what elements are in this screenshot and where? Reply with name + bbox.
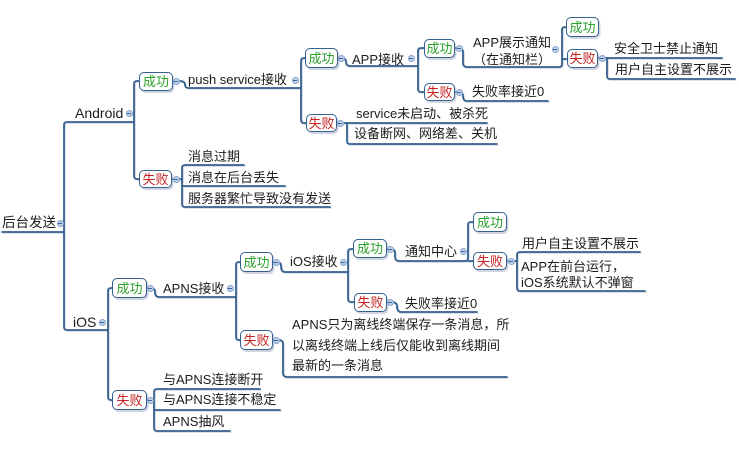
topic-apns-receive[interactable]: APNS接收	[163, 281, 225, 296]
branch-line	[516, 251, 646, 292]
collapse-button[interactable]	[98, 318, 106, 326]
success-box-show-notification[interactable]: 成功	[566, 17, 599, 37]
topic-app-receive[interactable]: APP接收	[352, 52, 405, 67]
branch-line	[107, 287, 113, 401]
collapse-button[interactable]	[272, 336, 280, 344]
collapse-button[interactable]	[459, 247, 467, 255]
success-box-notification-center[interactable]: 成功	[473, 212, 507, 232]
collapse-button[interactable]	[339, 258, 347, 266]
leaf-apns-offline-note[interactable]: APNS只为离线终端保存一条消息，所 以离线终端上线后仅能收到离线期间 最新的一…	[292, 317, 510, 373]
branch-line	[606, 57, 736, 80]
collapse-button[interactable]	[598, 54, 606, 62]
collapse-button[interactable]	[336, 119, 344, 127]
topic-push-service-receive[interactable]: push service接收	[188, 72, 287, 87]
branch-line	[172, 80, 302, 89]
success-box-android[interactable]: 成功	[139, 72, 173, 91]
collapse-button[interactable]	[337, 54, 345, 62]
collapse-button[interactable]	[291, 76, 299, 84]
leaf-apns-unstable[interactable]: 与APNS连接不稳定	[163, 392, 277, 407]
leaf-device-offline-bad-network-shutdown[interactable]: 设备断网、网络差、关机	[354, 126, 498, 141]
root-topic[interactable]: 后台发送	[2, 215, 56, 230]
topic-notification-center[interactable]: 通知中心	[405, 244, 458, 259]
collapse-button[interactable]	[386, 298, 394, 306]
branch-line	[454, 26, 567, 68]
leaf-app-foreground-no-popup[interactable]: APP在前台运行， iOS系统默认不弹窗	[521, 259, 634, 290]
leaf-service-not-started-killed[interactable]: service未启动、被杀死	[356, 106, 489, 121]
topic-android[interactable]: Android	[75, 105, 124, 121]
topic-app-show-notification[interactable]: APP展示通知 （在通知栏）	[473, 35, 552, 67]
collapse-button[interactable]	[455, 44, 463, 52]
branch-line	[346, 122, 498, 145]
leaf-failure-rate-near-zero-ios[interactable]: 失败率接近0	[405, 296, 478, 311]
leaf-security-guard-blocks-notification[interactable]: 安全卫士禁止通知	[614, 41, 719, 56]
branch-line	[417, 47, 425, 93]
leaf-user-disabled-display-ios[interactable]: 用户自主设置不展示	[522, 236, 640, 251]
branch-line	[63, 121, 135, 331]
collapse-button[interactable]	[56, 219, 64, 227]
failure-box-push[interactable]: 失败	[306, 114, 337, 132]
collapse-button[interactable]	[226, 284, 234, 292]
failure-box-ios[interactable]: 失败	[112, 390, 147, 410]
failure-box-ios-receive[interactable]: 失败	[354, 293, 387, 312]
leaf-server-busy-not-sent[interactable]: 服务器繁忙导致没有发送	[188, 191, 332, 206]
collapse-button[interactable]	[146, 284, 154, 292]
collapse-button[interactable]	[272, 258, 280, 266]
leaf-message-lost-in-background[interactable]: 消息在后台丢失	[188, 170, 280, 185]
leaf-apns-disconnect[interactable]: 与APNS连接断开	[163, 372, 264, 387]
failure-box-android[interactable]: 失败	[139, 170, 172, 188]
collapse-button[interactable]	[125, 109, 133, 117]
failure-box-app-receive[interactable]: 失败	[424, 83, 455, 101]
leaf-apns-flaky[interactable]: APNS抽风	[163, 414, 225, 429]
collapse-button[interactable]	[507, 257, 515, 265]
topic-ios[interactable]: iOS	[73, 314, 97, 330]
branch-line	[347, 248, 355, 303]
collapse-button[interactable]	[407, 54, 415, 62]
collapse-button[interactable]	[146, 396, 154, 404]
leaf-user-disabled-display-android[interactable]: 用户自主设置不展示	[615, 62, 733, 77]
success-box-ios[interactable]: 成功	[112, 278, 147, 298]
branch-line	[235, 261, 241, 341]
failure-box-notification-center[interactable]: 失败	[473, 252, 507, 270]
failure-box-show-notification[interactable]: 失败	[567, 49, 598, 68]
branch-line	[272, 339, 508, 378]
topic-ios-receive[interactable]: iOS接收	[290, 254, 338, 269]
success-box-app-receive[interactable]: 成功	[424, 39, 455, 58]
branch-line	[386, 221, 474, 262]
collapse-button[interactable]	[172, 175, 180, 183]
leaf-message-expired[interactable]: 消息过期	[188, 149, 241, 164]
collapse-button[interactable]	[551, 45, 559, 53]
collapse-button[interactable]	[455, 88, 463, 96]
success-box-apns[interactable]: 成功	[240, 252, 273, 272]
failure-box-apns[interactable]: 失败	[240, 330, 273, 350]
collapse-button[interactable]	[386, 245, 394, 253]
success-box-push[interactable]: 成功	[305, 48, 338, 68]
branch-line	[133, 80, 140, 180]
success-box-ios-receive[interactable]: 成功	[353, 239, 387, 258]
branch-line	[300, 57, 307, 124]
collapse-button[interactable]	[172, 77, 180, 85]
leaf-failure-rate-near-zero-android[interactable]: 失败率接近0	[472, 84, 545, 99]
